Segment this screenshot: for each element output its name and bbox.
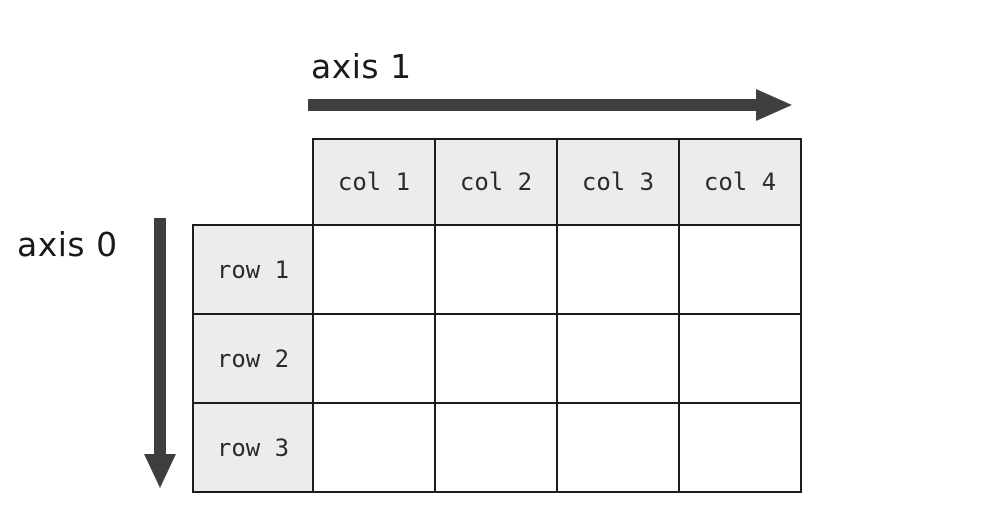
cell-r2-c1 — [312, 313, 436, 404]
axis-1-label: axis 1 — [311, 47, 412, 86]
array-grid: col 1 col 2 col 3 col 4 row 1 row 2 row … — [192, 138, 802, 493]
cell-r2-c2 — [434, 313, 558, 404]
table-header-row: col 1 col 2 col 3 col 4 — [193, 138, 802, 226]
row-header-3: row 3 — [192, 402, 314, 493]
table-row: row 3 — [192, 402, 802, 493]
arrow-down-icon — [144, 218, 176, 488]
column-header-2: col 2 — [434, 138, 558, 226]
cell-r2-c3 — [556, 313, 680, 404]
cell-r3-c1 — [312, 402, 436, 493]
column-header-4: col 4 — [678, 138, 802, 226]
table-row: row 2 — [192, 313, 802, 404]
cell-r1-c3 — [556, 224, 680, 315]
column-header-3: col 3 — [556, 138, 680, 226]
cell-r2-c4 — [678, 313, 802, 404]
row-header-2: row 2 — [192, 313, 314, 404]
cell-r1-c2 — [434, 224, 558, 315]
axis-0-label: axis 0 — [17, 225, 118, 264]
cell-r3-c4 — [678, 402, 802, 493]
row-header-1: row 1 — [192, 224, 314, 315]
cell-r1-c1 — [312, 224, 436, 315]
grid-corner-blank — [193, 139, 313, 225]
table-row: row 1 — [192, 224, 802, 315]
arrow-right-icon — [308, 89, 792, 121]
cell-r3-c2 — [434, 402, 558, 493]
cell-r3-c3 — [556, 402, 680, 493]
column-header-1: col 1 — [312, 138, 436, 226]
cell-r1-c4 — [678, 224, 802, 315]
